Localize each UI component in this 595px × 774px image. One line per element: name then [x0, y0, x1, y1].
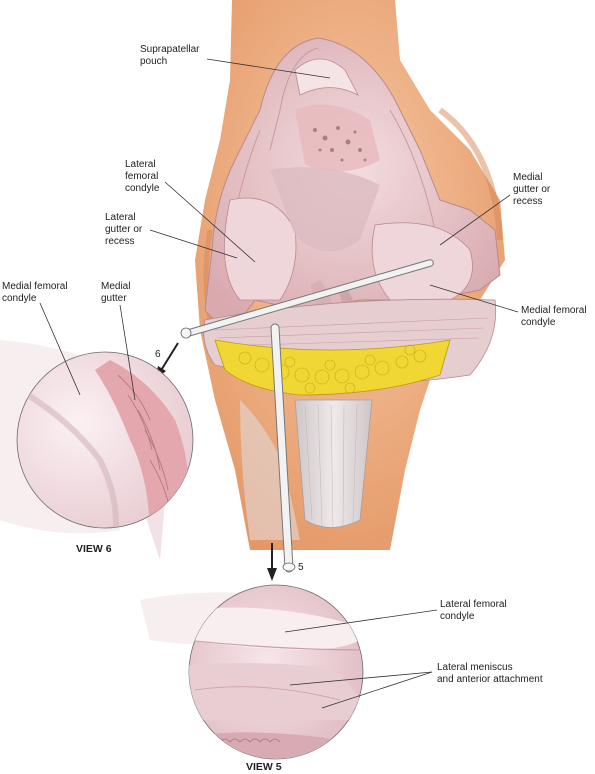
view6-inset [0, 340, 194, 560]
arthroscope-portal-5 [270, 323, 296, 573]
label-lateral-gutter: Lateral gutter or recess [105, 212, 145, 247]
label-suprapatellar-pouch: Suprapatellar pouch [140, 44, 202, 67]
label-medial-gutter-view6: Medial gutter [101, 281, 133, 304]
label-medial-gutter-recess: Medial gutter or recess [513, 172, 553, 207]
label-medial-femoral-condyle-right: Medial femoral condyle [521, 305, 589, 328]
portal-label-6: 6 [155, 349, 161, 360]
view6-title: VIEW 6 [76, 543, 112, 555]
view5-title: VIEW 5 [246, 761, 282, 773]
label-lateral-meniscus: Lateral meniscus and anterior attachment [437, 662, 543, 685]
leader-lines [39, 58, 519, 709]
portal-label-5: 5 [298, 562, 304, 573]
view5-arrow [267, 543, 277, 581]
label-lateral-femoral-condyle-view5: Lateral femoral condyle [440, 599, 509, 622]
suprapatellar-pouch [294, 58, 359, 96]
arthroscope-portal-6 [180, 259, 434, 339]
label-medial-femoral-condyle-left: Medial femoral condyle [2, 281, 70, 304]
label-lateral-femoral-condyle: Lateral femoral condyle [125, 159, 161, 194]
patella-area [295, 104, 380, 172]
view5-inset [140, 584, 364, 760]
